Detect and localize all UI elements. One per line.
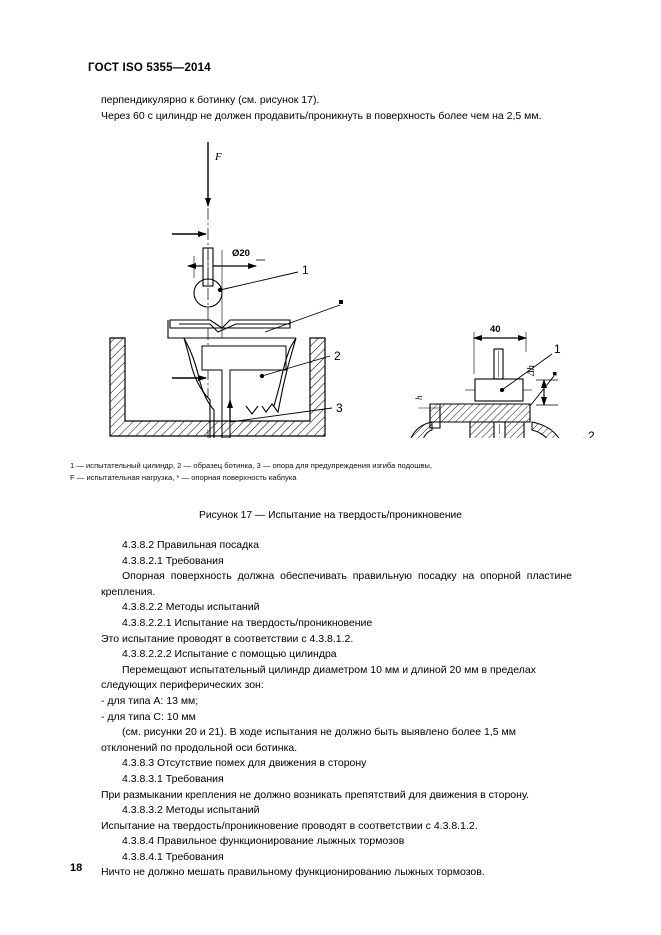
paragraph-test-ref-2: Испытание на твердость/проникновение про…: [101, 819, 478, 832]
list-item-type-c: - для типа C: 10 мм: [101, 710, 196, 723]
paragraph-deviation: (см. рисунки 20 и 21). В ходе испытания …: [101, 726, 516, 754]
intro-paragraph: перпендикулярно к ботинку (см. рисунок 1…: [101, 92, 571, 124]
intro-line-2: Через 60 с цилиндр не должен продавить/п…: [101, 110, 542, 122]
svg-text:3: 3: [336, 401, 343, 415]
paragraph-cylinder-test: Перемещают испытательный цилиндр диаметр…: [101, 663, 536, 692]
clause-4-3-8-2-2-1: 4.3.8.2.2.1 Испытание на твердость/прони…: [122, 616, 373, 629]
figure-17-drawing: F Ø20: [109, 142, 595, 438]
list-item-type-a: - для типа A: 13 мм;: [101, 694, 199, 707]
standard-header: ГОСТ ISO 5355—2014: [88, 62, 211, 74]
figure-legend-line-2: F — испытательная нагрузка, * — опорная …: [70, 472, 297, 482]
clause-4-3-8-2-2: 4.3.8.2.2 Методы испытаний: [122, 601, 260, 614]
svg-text:1: 1: [302, 263, 309, 277]
body-content: 4.3.8.2 Правильная посадка 4.3.8.2.1 Тре…: [101, 538, 572, 881]
page-number: 18: [70, 862, 83, 874]
svg-text:2: 2: [588, 429, 595, 438]
clause-4-3-8-2: 4.3.8.2 Правильная посадка: [122, 539, 259, 551]
svg-text:F: F: [214, 151, 222, 163]
intro-line-1: перпендикулярно к ботинку (см. рисунок 1…: [101, 94, 320, 106]
clause-4-3-8-4-1: 4.3.8.4.1 Требования: [122, 850, 224, 863]
svg-text:Δh: Δh: [526, 365, 537, 377]
figure-17: F Ø20: [60, 138, 605, 438]
paragraph-lateral-movement: При размыкании крепления не должно возни…: [101, 788, 530, 801]
svg-text:h: h: [414, 395, 424, 400]
clause-4-3-8-2-1: 4.3.8.2.1 Требования: [122, 554, 224, 567]
figure-legend: 1 — испытательный цилиндр, 2 — образец б…: [70, 460, 590, 483]
figure-caption: Рисунок 17 — Испытание на твердость/прон…: [198, 510, 463, 521]
paragraph-ski-brakes: Ничто не должно мешать правильному функц…: [101, 866, 485, 879]
clause-4-3-8-4: 4.3.8.4 Правильное функционирование лыжн…: [122, 835, 405, 848]
clause-4-3-8-3-1: 4.3.8.3.1 Требования: [122, 772, 224, 785]
paragraph-test-ref-1: Это испытание проводят в соответствии с …: [101, 632, 354, 645]
paragraph-support-surface: Опорная поверхность должна обеспечивать …: [101, 570, 572, 598]
svg-text:40: 40: [490, 324, 501, 335]
clause-4-3-8-3-2: 4.3.8.3.2 Методы испытаний: [122, 804, 260, 817]
clause-4-3-8-2-2-2: 4.3.8.2.2.2 Испытание с помощью цилиндра: [122, 648, 337, 661]
svg-text:2: 2: [334, 349, 341, 363]
svg-text:1: 1: [554, 342, 561, 356]
clause-4-3-8-3: 4.3.8.3 Отсутствие помех для движения в …: [122, 757, 367, 770]
figure-legend-line-1: 1 — испытательный цилиндр, 2 — образец б…: [70, 461, 432, 470]
svg-text:Ø20: Ø20: [232, 248, 250, 259]
